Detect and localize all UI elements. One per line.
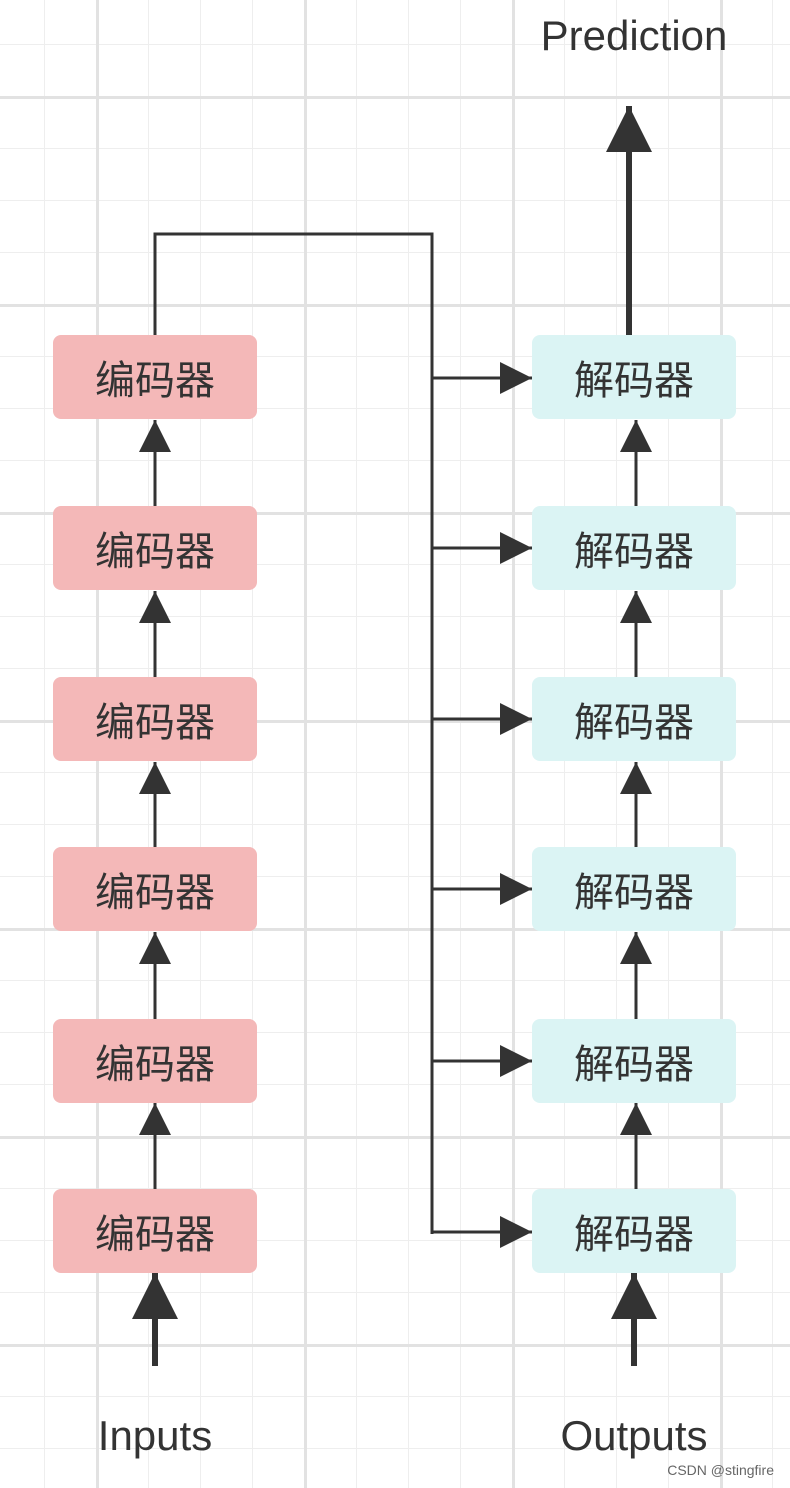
decoder-box-4: 解码器 (532, 677, 736, 761)
decoder-box-1: 解码器 (532, 1189, 736, 1273)
encoder-box-5: 编码器 (53, 506, 257, 590)
decoder-box-2: 解码器 (532, 1019, 736, 1103)
watermark: CSDN @stingfire (667, 1462, 774, 1478)
encoder-output-bus (153, 232, 434, 1234)
decoder-box-3: 解码器 (532, 847, 736, 931)
encoder-box-3: 编码器 (53, 847, 257, 931)
prediction-label: Prediction (540, 12, 728, 59)
encoder-box-4: 编码器 (53, 677, 257, 761)
decoder-box-6: 解码器 (532, 335, 736, 419)
encoder-box-6: 编码器 (53, 335, 257, 419)
outputs-label: Outputs (560, 1412, 708, 1459)
encoder-box-1: 编码器 (53, 1189, 257, 1273)
inputs-label: Inputs (97, 1412, 213, 1459)
encoder-box-2: 编码器 (53, 1019, 257, 1103)
decoder-box-5: 解码器 (532, 506, 736, 590)
